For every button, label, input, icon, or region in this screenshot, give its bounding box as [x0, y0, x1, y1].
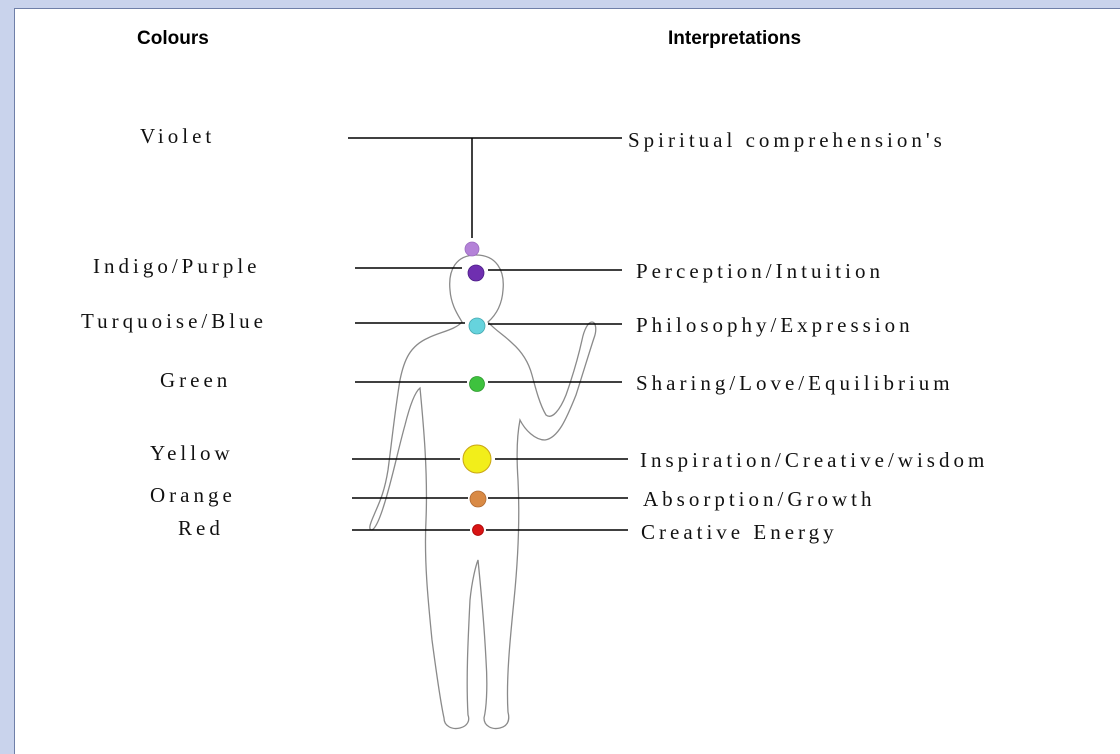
dot-indigo	[468, 265, 484, 281]
interpretation-indigo: Perception/Intuition	[636, 259, 884, 284]
colour-label-indigo: Indigo/Purple	[93, 254, 261, 279]
interpretation-turquoise: Philosophy/Expression	[636, 313, 914, 338]
colour-label-turquoise: Turquoise/Blue	[81, 309, 267, 334]
header-colours: Colours	[137, 28, 209, 50]
interpretation-yellow: Inspiration/Creative/wisdom	[640, 448, 988, 473]
colour-label-red: Red	[178, 516, 224, 541]
dot-green	[470, 377, 485, 392]
dot-turquoise	[469, 318, 485, 334]
dot-yellow	[463, 445, 491, 473]
colour-label-yellow: Yellow	[150, 441, 234, 466]
colour-label-orange: Orange	[150, 483, 236, 508]
dot-orange	[470, 491, 486, 507]
interpretation-green: Sharing/Love/Equilibrium	[636, 371, 954, 396]
interpretation-red: Creative Energy	[641, 520, 838, 545]
colour-label-violet: Violet	[140, 124, 215, 149]
header-interpretations: Interpretations	[668, 28, 801, 50]
dot-violet	[465, 242, 479, 256]
colour-label-green: Green	[160, 368, 231, 393]
interpretation-violet: Spiritual comprehension's	[628, 128, 946, 153]
interpretation-orange: Absorption/Growth	[643, 487, 876, 512]
dot-red	[473, 525, 484, 536]
connector-lines	[348, 138, 628, 530]
